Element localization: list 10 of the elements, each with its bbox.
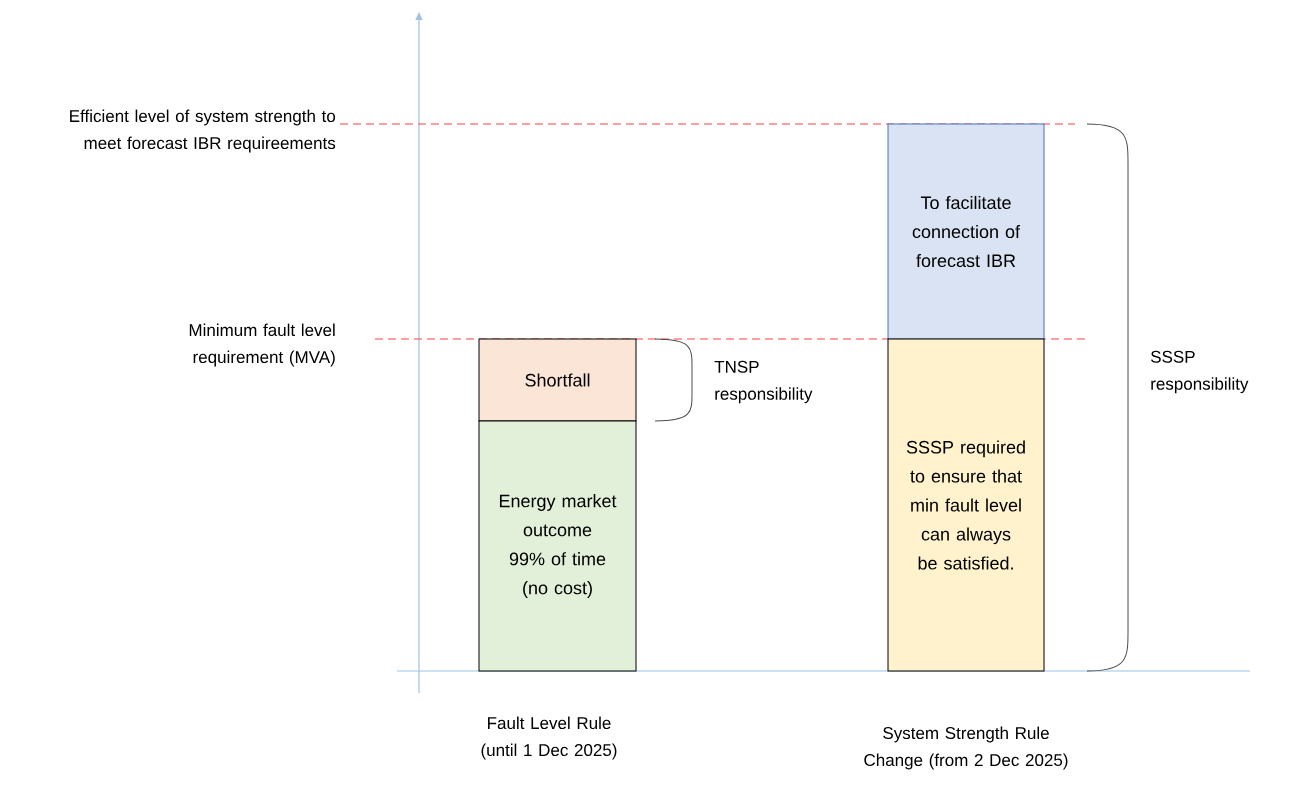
axis-label: TNSP responsibility [714,360,813,404]
axis-label: Efficient level of system strength to meet forecast IBR requireements [70,109,336,153]
axis-label: Minimum fault level requirement (MVA) [189,323,335,367]
bar-segment: Energy market outcome 99% of time (no cost) [478,420,637,672]
bar-segment: SSSP required to ensure that min fault level can always be satisfied. [887,338,1045,672]
bar-segment: Shortfall [478,338,637,422]
bar-segment: To facilitate connection of forecast IBR [887,123,1045,340]
axis-label: Fault Level Rule (until 1 Dec 2025) [481,716,617,760]
axis-label: SSSP responsibility [1151,350,1249,394]
axis-label: System Strength Rule Change (from 2 Dec 2025) [864,726,1068,770]
